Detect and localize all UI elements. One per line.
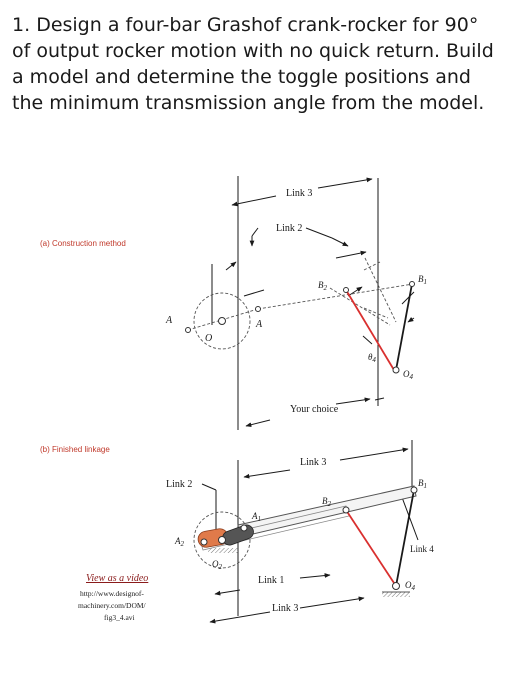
panel-a-label-a-left: A	[165, 315, 173, 326]
panel-b-ground-o4	[382, 592, 410, 597]
panel-a-pivot-o4	[392, 366, 400, 374]
panel-a-label-b2: B	[318, 280, 324, 290]
panel-b-ground-o2	[208, 548, 238, 553]
panel-b-label-b2-sub: 2	[328, 500, 332, 508]
panel-a-rocker-b2	[345, 289, 395, 371]
panel-a-pin-a-right	[255, 306, 261, 312]
panel-b-label-b1: B	[418, 478, 424, 488]
problem-text: Design a four-bar Grashof crank-rocker f…	[12, 14, 494, 114]
panel-b-link4-label: Link 4	[410, 544, 434, 554]
svg-text:O4: O4	[403, 369, 414, 381]
panel-a-construction	[187, 257, 414, 350]
svg-text:B2: B2	[318, 280, 328, 292]
panel-b-label-a1-sub: 1	[258, 515, 262, 523]
svg-text:O2: O2	[212, 559, 223, 571]
panel-b-label-a2: A	[174, 536, 181, 546]
panel-b-rocker-b1	[395, 489, 415, 587]
panel-a-link2-label: Link 2	[276, 223, 302, 234]
panel-b-rocker-b2	[345, 509, 397, 587]
panel-a-pin-a-left	[185, 327, 191, 333]
panel-b-pivot-o4	[392, 582, 400, 590]
panel-b-label-o4-sub: 4	[412, 584, 416, 592]
panel-a-your-choice: Your choice	[290, 404, 339, 415]
panel-b-label-b1-sub: 1	[424, 482, 428, 490]
panel-a-label-theta4-sub: 4	[372, 356, 376, 364]
panel-b-pin-a2	[200, 538, 208, 546]
panel-a-label-b2-sub: 2	[324, 284, 328, 292]
panel-b-link2-label: Link 2	[166, 479, 192, 490]
panel-a-pin-b1	[409, 281, 415, 287]
svg-text:O4: O4	[405, 580, 416, 592]
panel-b-link3-top-label: Link 3	[300, 457, 326, 468]
panel-a-caption: (a) Construction method	[40, 239, 126, 248]
panel-b-crank-path	[193, 511, 251, 569]
panel-b-pin-b2	[342, 506, 350, 514]
panel-b-pivot-o2	[218, 536, 226, 544]
panel-a-label-o4-sub: 4	[410, 373, 414, 381]
panel-a-label-theta4: θ	[368, 352, 373, 362]
problem-number: 1.	[12, 14, 31, 36]
panel-a-link3-label: Link 3	[286, 188, 312, 199]
panel-b-link1-label: Link 1	[258, 575, 284, 586]
panel-b-label-o2-sub: 2	[219, 563, 223, 571]
panel-a-pivot-o	[218, 317, 226, 325]
panel-a-label-b1-sub: 1	[424, 278, 428, 286]
panel-b-link3-bottom-label: Link 3	[272, 603, 298, 614]
video-link-group[interactable]: View as a video http://www.designof- mac…	[78, 573, 148, 622]
panel-a-label-b1: B	[418, 274, 424, 284]
panel-b-label-o2: O	[212, 559, 219, 569]
panel-a-label-o4: O	[403, 369, 410, 379]
panel-a-label-a-right: A	[255, 319, 263, 330]
svg-text:B1: B1	[418, 274, 427, 286]
svg-text:A1: A1	[251, 511, 261, 523]
panel-b-label-a1: A	[251, 511, 258, 521]
panel-b-label-o4: O	[405, 580, 412, 590]
panel-a: (a) Construction method	[40, 176, 427, 430]
panel-a-label-o: O	[205, 333, 212, 344]
video-url-line-2: machinery.com/DOM/	[78, 601, 147, 610]
video-url-line-3: fig3_4.avi	[104, 613, 135, 622]
problem-statement: 1. Design a four-bar Grashof crank-rocke…	[12, 12, 498, 116]
svg-text:θ4: θ4	[368, 352, 376, 364]
panel-a-rocker-b1	[395, 283, 413, 371]
panel-b-label-b2: B	[322, 496, 328, 506]
panel-b: (b) Finished linkage	[40, 440, 434, 624]
video-url-line-1: http://www.designof-	[80, 589, 144, 598]
panel-a-dimension-lines	[211, 176, 415, 430]
panel-b-pin-a1	[240, 524, 248, 532]
panel-b-pin-b1	[410, 486, 418, 494]
svg-text:B2: B2	[322, 496, 332, 508]
svg-text:B1: B1	[418, 478, 427, 490]
video-link[interactable]: View as a video	[86, 573, 148, 584]
panel-b-caption: (b) Finished linkage	[40, 445, 110, 454]
panel-b-label-a2-sub: 2	[181, 540, 185, 548]
svg-text:A2: A2	[174, 536, 185, 548]
panel-a-pin-b2	[343, 287, 349, 293]
